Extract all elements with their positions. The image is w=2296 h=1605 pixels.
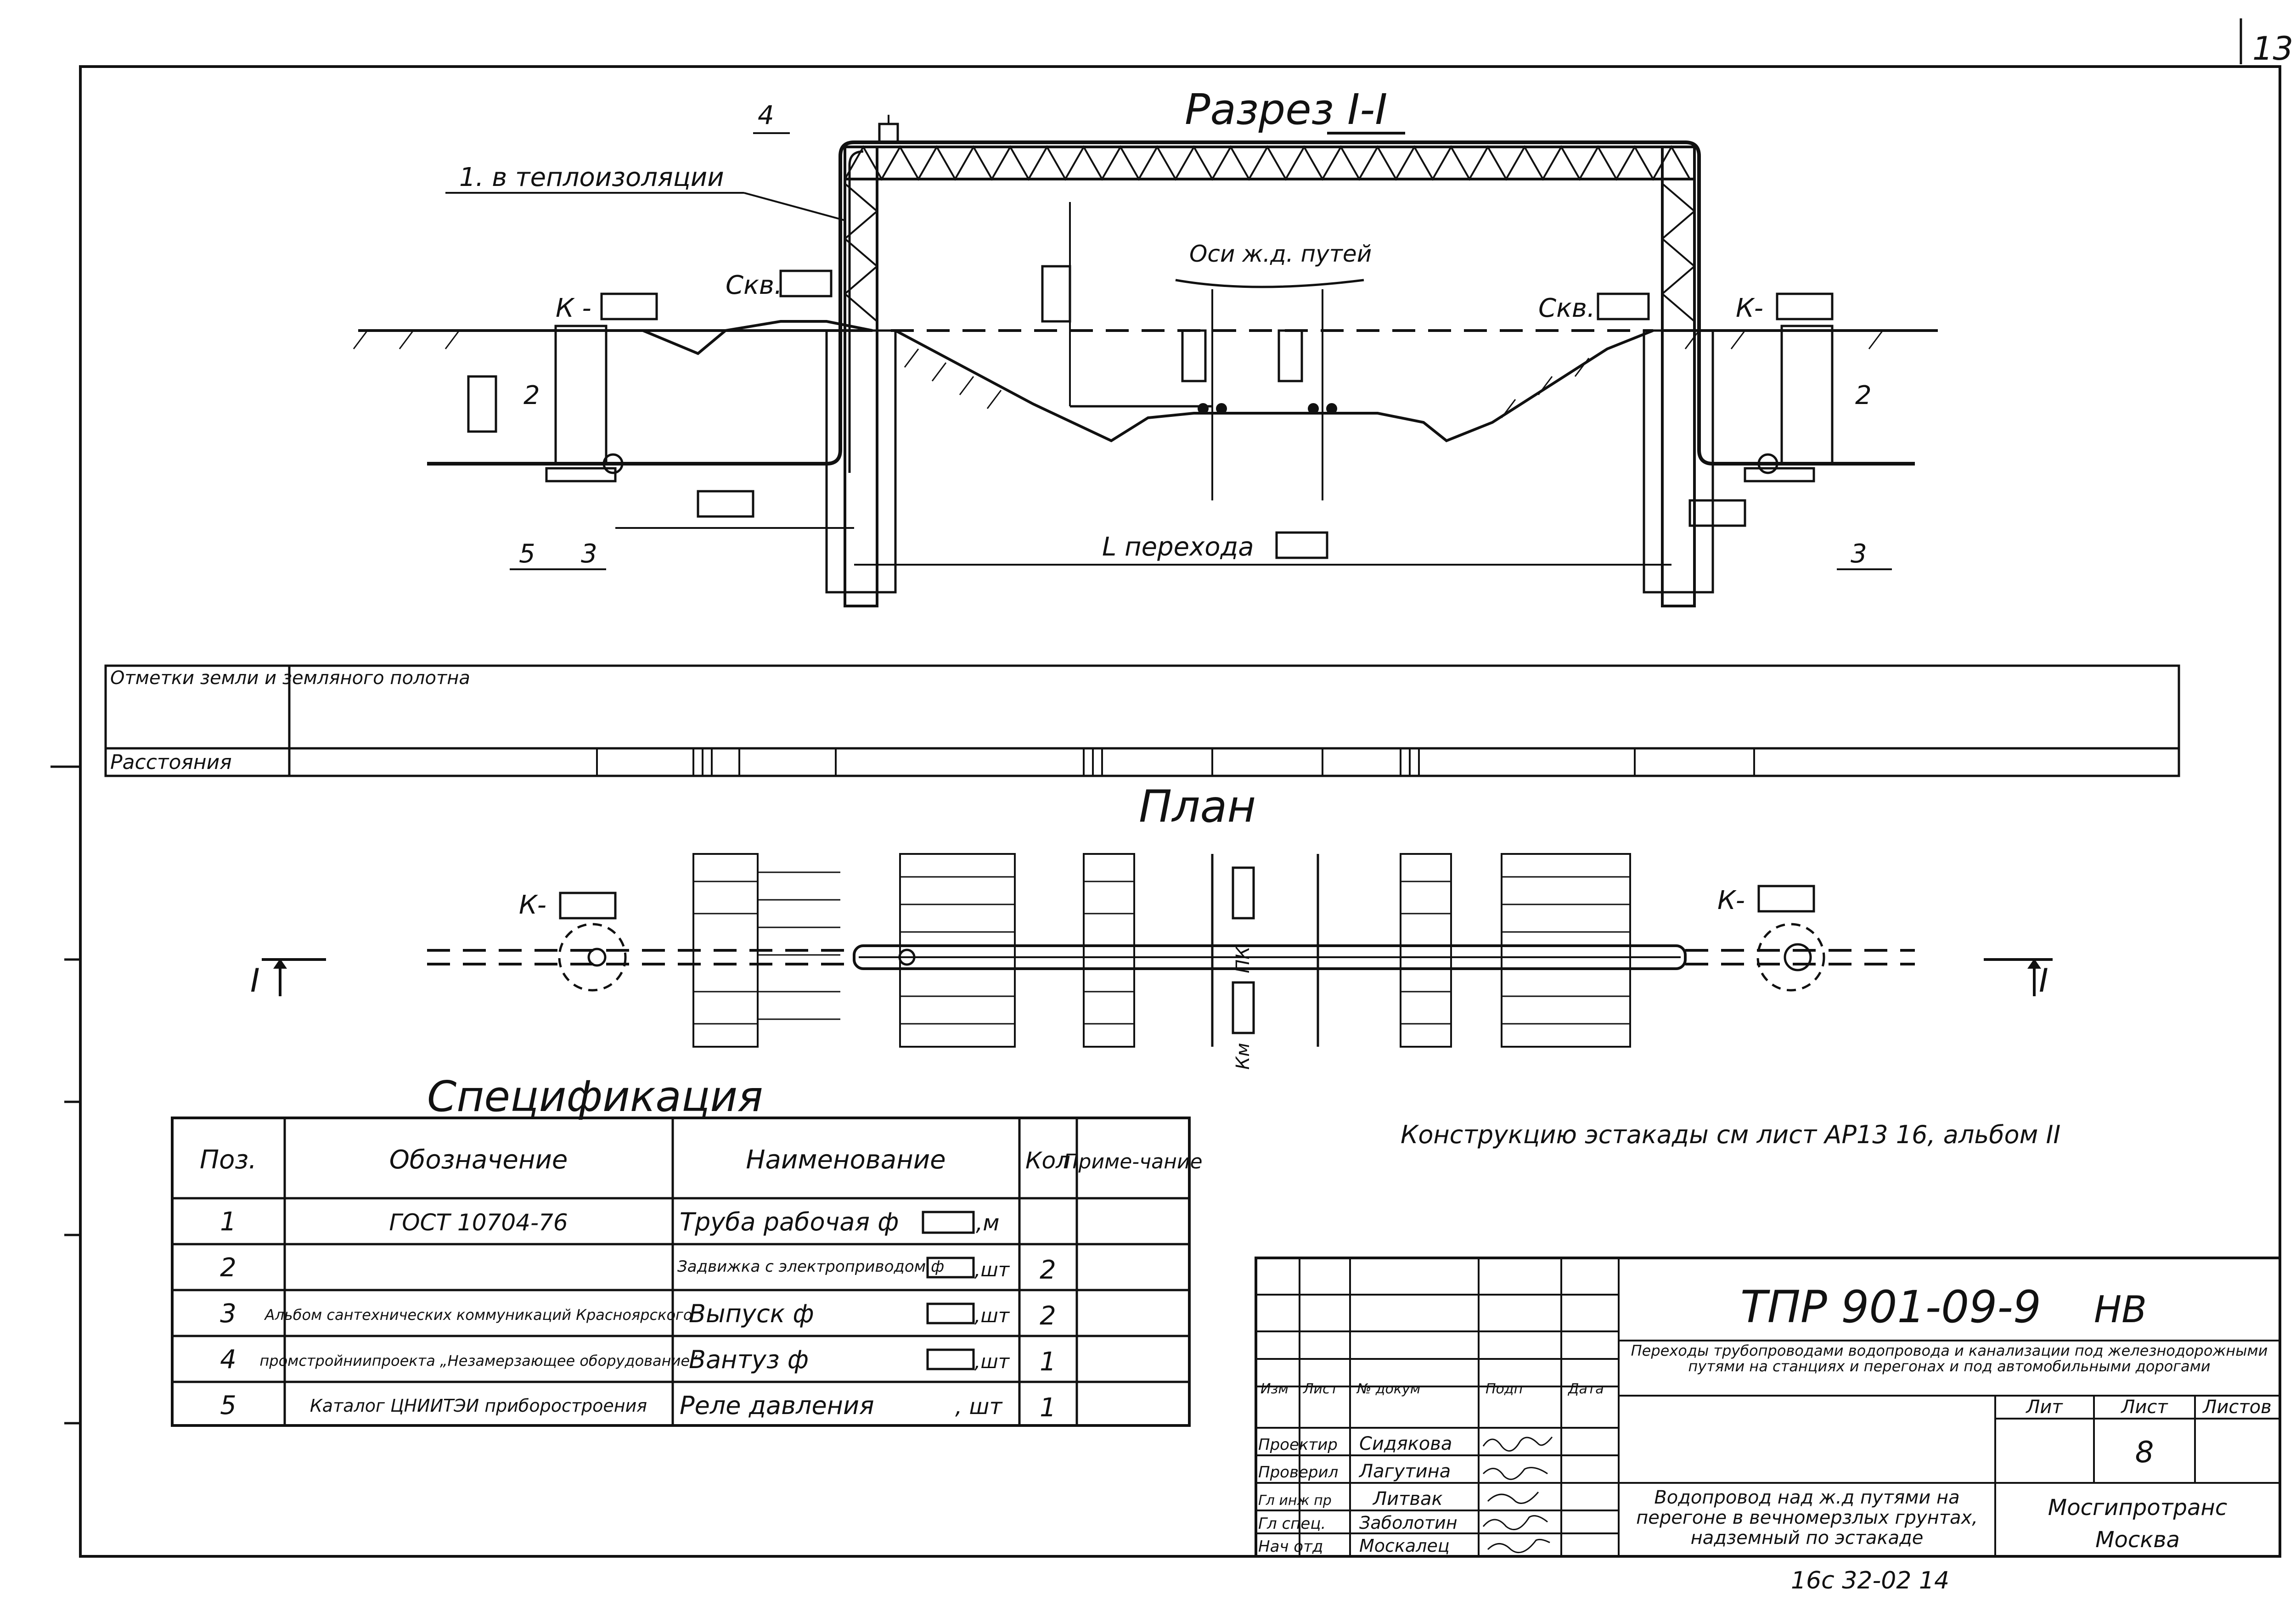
tb-org: Мосгипротранс [2048,1495,2227,1521]
spec-header-qty: Кол [1025,1147,1070,1174]
tb-stage-lit: Лит [2025,1397,2063,1418]
spec-header-pos: Поз. [200,1145,257,1175]
tb-project-title: Переходы трубопроводами водопровода и ка… [1631,1343,2268,1375]
spec-row3-designation: Альбом сантехнических коммуникаций Красн… [264,1306,692,1324]
drawing-frame [79,65,2281,1558]
tb-col-signature: Подп [1486,1381,1523,1397]
label-pos5: 5 [519,539,535,569]
plan-k-right: К- [1717,886,1745,915]
spec-row3-unit: ,шт [974,1304,1010,1327]
profile-table: Отметки земли и земляного полотна Рассто… [104,664,2180,777]
tb-code: ТПР 901-09-9 [1740,1281,2041,1333]
tb-sheet-title: Водопровод над ж.д путями на перегоне в … [1636,1487,1978,1549]
spec-header-designation: Обозначение [389,1145,568,1175]
spec-row1-designation: ГОСТ 10704-76 [389,1209,568,1236]
tb-role-2: Проверил [1258,1463,1338,1482]
title-block: Изм Лист № докум Подп Дата Проектир Сидя… [1255,1257,2281,1558]
plan-km-label: Км [1232,1043,1254,1070]
plan-section-marker-right: I [2039,962,2048,999]
spec-header-name: Наименование [746,1145,945,1175]
spec-title: Спецификация [427,1072,763,1121]
tb-stage-list: Лист [2120,1397,2168,1418]
spec-row2-name: Задвижка с электроприводом ф [677,1257,944,1276]
spec-row1-pos: 1 [220,1207,236,1237]
tb-col-date: Дата [1567,1381,1604,1397]
spec-row3-qty: 2 [1040,1301,1056,1331]
tb-name-2: Лагутина [1358,1461,1451,1482]
tb-col-docnum: № докум [1356,1381,1420,1397]
plan-section-marker-left: I [250,962,260,999]
tb-role-1: Проектир [1258,1436,1338,1454]
tb-name-4: Заболотин [1359,1513,1458,1533]
label-k-left: К - [556,293,591,323]
spec-row5-qty: 1 [1040,1393,1056,1423]
label-pos2-left: 2 [523,381,540,410]
spec-row5-unit: , шт [955,1394,1003,1420]
spec-row2-pos: 2 [220,1253,236,1283]
label-crossing-length: L перехода [1102,532,1254,562]
tb-name-1: Сидякова [1359,1433,1452,1454]
spec-row2-unit: ,шт [974,1258,1010,1281]
tb-name-5: Москалец [1359,1536,1450,1556]
tb-city: Москва [2095,1527,2180,1553]
label-pos2-right: 2 [1855,381,1872,410]
spec-row4-designation: промстройниипроекта „Незамерзающее обору… [259,1352,698,1369]
tb-role-4: Гл спец. [1258,1515,1326,1533]
tb-role-3: Гл инж пр [1258,1493,1332,1509]
tb-stage-listov: Листов [2202,1397,2271,1418]
label-pos4: 4 [758,101,774,130]
sheet-number: 13 [2252,30,2293,67]
spec-row5-designation: Каталог ЦНИИТЭИ приборостроения [310,1396,647,1416]
rail-axes-label: Оси ж.д. путей [1189,241,1372,267]
label-k-right: К- [1736,293,1763,323]
spec-row3-name: Выпуск ф [689,1299,814,1328]
label-skv-right: Скв. [1538,293,1595,323]
tb-sheet-no: 8 [2135,1436,2154,1470]
label-pos3-left: 3 [581,539,597,569]
plan-view: План ПК [250,781,2060,1149]
spec-row1-unit: ,м [976,1210,999,1236]
spec-row4-pos: 4 [220,1345,236,1375]
bottom-mark: 16с 32-02 14 [1791,1567,1949,1594]
label-pos3-right: 3 [1851,539,1867,569]
label-skv-left: Скв. [726,270,782,300]
tb-role-5: Нач отд [1258,1538,1323,1556]
signatures [1482,1437,1553,1554]
tb-code-suffix: НВ [2094,1288,2147,1331]
spec-row4-unit: ,шт [974,1350,1010,1373]
tb-col-list: Лист [1303,1381,1339,1397]
section-view: Разрез I-I Оси ж.д. путей [353,85,1938,607]
spec-row2-qty: 2 [1040,1255,1056,1285]
profile-row2-label: Расстояния [110,751,232,774]
spec-row4-name: Вантуз ф [689,1345,809,1374]
plan-title: План [1139,781,1256,832]
tb-col-izm: Изм [1261,1381,1289,1397]
spec-row5-pos: 5 [220,1391,236,1420]
label-insulation: 1. в теплоизоляции [459,163,724,192]
spec-row3-pos: 3 [220,1299,236,1329]
section-title: Разрез I-I [1185,85,1387,134]
tb-name-3: Литвак [1372,1488,1443,1510]
profile-row1-label: Отметки земли и земляного полотна [110,668,470,689]
plan-note: Конструкцию эстакады см лист АР13 16, ал… [1401,1120,2060,1149]
spec-row1-name: Труба рабочая ф [680,1207,899,1236]
plan-k-left: К- [519,890,546,920]
specification: Спецификация Поз. Обозначение Наименован… [171,1072,1203,1427]
spec-row5-name: Реле давления [680,1391,874,1420]
spec-row4-qty: 1 [1040,1347,1056,1377]
spec-header-note: Приме-чание [1063,1150,1202,1173]
